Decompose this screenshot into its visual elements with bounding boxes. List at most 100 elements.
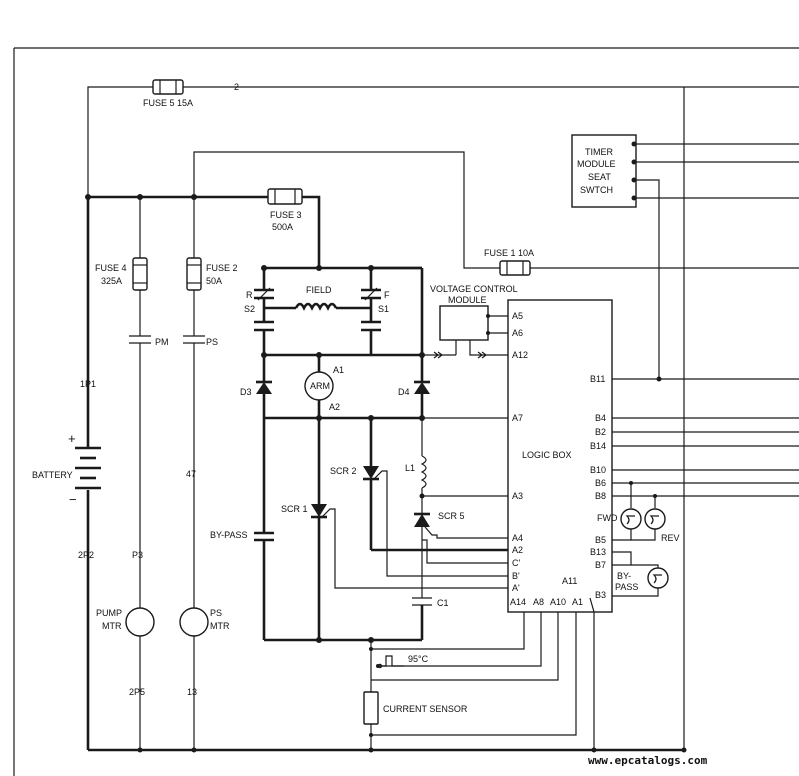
diode-d4: D4	[398, 355, 430, 418]
wire-2-label: 2	[234, 82, 239, 92]
fuse-3-label: FUSE 3	[270, 210, 302, 220]
current-sensor-label: CURRENT SENSOR	[383, 704, 468, 714]
wire-13-label: 13	[187, 687, 197, 697]
pm-label: PM	[155, 337, 169, 347]
ps-motor-label: PS	[210, 608, 222, 618]
pin-b5: B5	[595, 535, 606, 545]
right-output-wires: FWD REV BY- PASS	[597, 376, 799, 597]
pin-a1: A1	[572, 597, 583, 607]
fuse-2-rating: 50A	[206, 276, 222, 286]
fuse-5: FUSE 5 15A 2	[87, 79, 799, 195]
timer-label: TIMER	[585, 147, 613, 157]
vcm-label-2: MODULE	[448, 295, 487, 305]
p5-label: 2P5	[129, 687, 145, 697]
rev-switch	[644, 508, 666, 530]
pin-a2: A2	[512, 545, 523, 555]
pin-b11: B11	[590, 374, 605, 384]
pin-b2: B2	[595, 427, 606, 437]
battery-label: BATTERY	[32, 470, 73, 480]
scr-2: SCR 2	[330, 418, 508, 577]
r-label: R	[246, 290, 253, 300]
scr-1: SCR 1	[281, 418, 508, 640]
pin-b6: B6	[595, 478, 606, 488]
ps-mtr-label: MTR	[210, 621, 230, 631]
pin-b13: B13	[590, 547, 606, 557]
pin-a-prime: A'	[512, 583, 520, 593]
bypass-contactor: BY-PASS	[210, 418, 274, 640]
ps-motor	[179, 607, 209, 637]
fuse-3: FUSE 3 500A	[267, 188, 321, 268]
seat-label: SEAT	[588, 172, 611, 182]
pass-label: PASS	[615, 582, 638, 592]
field-label: FIELD	[306, 285, 332, 295]
timer-module: TIMER MODULE SEAT SWTCH	[571, 134, 799, 379]
bypass-switch	[647, 567, 669, 589]
p2-label: 2P2	[78, 550, 94, 560]
bypass-label: BY-PASS	[210, 530, 248, 540]
arm-label: ARM	[310, 381, 330, 391]
fuse-4-rating: 325A	[101, 276, 122, 286]
pin-a12: A12	[512, 350, 528, 360]
scr-5-label: SCR 5	[438, 511, 465, 521]
battery-minus: −	[69, 492, 77, 507]
f-label: F	[384, 290, 390, 300]
fwd-label: FWD	[597, 513, 618, 523]
rev-label: REV	[661, 533, 680, 543]
c1-label: C1	[437, 598, 449, 608]
fuse1-feed-wire	[193, 151, 500, 269]
fwd-switch	[620, 508, 642, 530]
a1-label: A1	[333, 365, 344, 375]
pump-label: PUMP	[96, 608, 122, 618]
pump-branch: FUSE 4 325A PM P3 PUMP MTR 2P5	[95, 197, 169, 750]
pin-a8: A8	[533, 597, 544, 607]
logic-box: LOGIC BOX A5 A6 A12 A7 A3 A4 A2 C' B' A'…	[507, 299, 613, 750]
pin-a7: A7	[512, 413, 523, 423]
s1-label: S1	[378, 304, 389, 314]
pin-b14: B14	[590, 441, 606, 451]
pump-motor	[125, 607, 155, 637]
p1-label: 1P1	[80, 379, 96, 389]
pin-a4: A4	[512, 533, 523, 543]
watermark: www.epcatalogs.com	[588, 754, 708, 767]
pin-b-prime: B'	[512, 571, 520, 581]
field-section: R S2 F S1 FIELD	[244, 265, 424, 355]
fuse-1-label: FUSE 1 10A	[484, 248, 534, 258]
fuse-4-label: FUSE 4	[95, 263, 127, 273]
pin-a10: A10	[550, 597, 566, 607]
pin-a5: A5	[512, 311, 523, 321]
switch-label: SWTCH	[580, 185, 613, 195]
ps-branch: FUSE 2 50A PS 47 PS MTR 13	[179, 197, 238, 750]
diode-d3: D3	[240, 355, 272, 418]
logic-box-label: LOGIC BOX	[522, 450, 572, 460]
scr-1-label: SCR 1	[281, 504, 308, 514]
s2-label: S2	[244, 304, 255, 314]
module-label: MODULE	[577, 159, 616, 169]
vcm-label-1: VOLTAGE CONTROL	[430, 284, 518, 294]
voltage-control-module: VOLTAGE CONTROL MODULE	[422, 284, 518, 359]
d3-label: D3	[240, 387, 252, 397]
l1-label: L1	[405, 463, 415, 473]
fuse-2-label: FUSE 2	[206, 263, 238, 273]
battery-plus: +	[68, 431, 76, 446]
pin-a14: A14	[510, 597, 526, 607]
d4-label: D4	[398, 387, 410, 397]
fuse-3-rating: 500A	[272, 222, 293, 232]
a2-label: A2	[329, 402, 340, 412]
pin-b10: B10	[590, 465, 606, 475]
pin-b3: B3	[595, 590, 606, 600]
pin-a6: A6	[512, 328, 523, 338]
current-sensor-branch: 95°C CURRENT SENSOR	[363, 608, 577, 750]
temp-switch-label: 95°C	[408, 654, 429, 664]
fuse-5-label: FUSE 5 15A	[143, 98, 193, 108]
battery: 1P1 + − BATTERY 2P2	[32, 197, 101, 750]
pump-mtr-label: MTR	[102, 621, 122, 631]
scr-2-label: SCR 2	[330, 466, 357, 476]
pin-b7: B7	[595, 560, 606, 570]
pin-a11: A11	[562, 576, 577, 586]
wire-47-label: 47	[186, 469, 196, 479]
pin-a3: A3	[512, 491, 523, 501]
armature: ARM A1 A2	[304, 355, 344, 418]
pin-c-prime: C'	[512, 558, 520, 568]
l1-scr5-branch: L1 SCR 5 C1	[405, 418, 508, 640]
